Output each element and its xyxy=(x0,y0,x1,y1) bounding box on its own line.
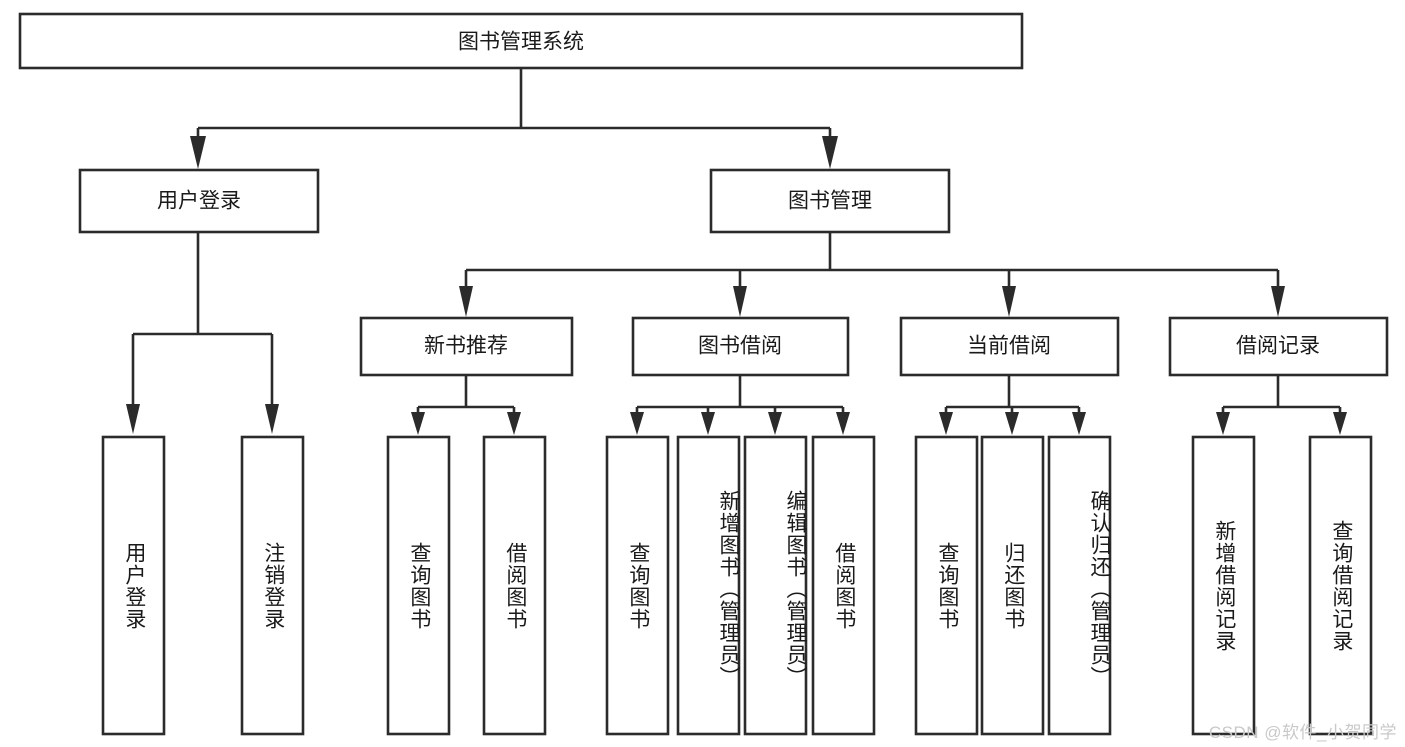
leaf-box-book-borrow-3[interactable] xyxy=(811,435,876,736)
leaf-box-book-borrow-0[interactable] xyxy=(605,435,670,736)
arrow-new-book-leaf-1 xyxy=(507,412,521,435)
leaf-box-current-borrow-0[interactable] xyxy=(914,435,979,736)
nodes-layer: 图书管理系统 用户登录 图书管理 新书推荐 图书借阅 当前借阅 借阅记录 xyxy=(18,12,1389,736)
node-user-login-label: 用户登录 xyxy=(157,190,241,213)
arrow-book-borrow-leaf-2 xyxy=(768,412,782,435)
arrow-current-borrow-leaf-1 xyxy=(1005,412,1019,435)
node-root-box[interactable] xyxy=(18,12,1024,70)
arrow-book-mgmt-child-1 xyxy=(733,286,747,317)
arrow-root-to-book-mgmt xyxy=(822,136,838,169)
arrow-book-mgmt-child-3 xyxy=(1271,286,1285,317)
leaf-box-current-borrow-1[interactable] xyxy=(980,435,1045,736)
leaf-box-book-borrow-2[interactable] xyxy=(743,435,808,736)
node-book-mgmt-box[interactable] xyxy=(709,168,951,234)
arrow-book-borrow-leaf-1 xyxy=(701,412,715,435)
arrow-new-book-leaf-0 xyxy=(411,412,425,435)
node-borrow-record-label: 借阅记录 xyxy=(1236,335,1320,358)
leaf-box-book-borrow-1[interactable] xyxy=(676,435,741,736)
leaf-box-user-login-0[interactable] xyxy=(101,435,166,736)
node-current-borrow-label: 当前借阅 xyxy=(967,335,1051,358)
leaf-box-new-book-0[interactable] xyxy=(386,435,451,736)
arrow-book-mgmt-child-2 xyxy=(1002,286,1016,317)
arrow-current-borrow-leaf-0 xyxy=(939,412,953,435)
arrow-book-borrow-leaf-3 xyxy=(836,412,850,435)
leaf-box-user-login-1[interactable] xyxy=(240,435,305,736)
leaf-box-borrow-record-0[interactable] xyxy=(1191,435,1256,736)
node-new-book-rec-label: 新书推荐 xyxy=(424,335,508,358)
arrow-user-login-leaf-1 xyxy=(265,404,279,434)
node-book-borrow-label: 图书借阅 xyxy=(698,335,782,358)
edges-layer xyxy=(126,68,1347,435)
leaf-box-new-book-1[interactable] xyxy=(482,435,547,736)
node-new-book-rec-box[interactable] xyxy=(359,316,574,377)
node-borrow-record-box[interactable] xyxy=(1168,316,1389,377)
leaf-box-borrow-record-1[interactable] xyxy=(1308,435,1373,736)
arrow-root-to-user-login xyxy=(190,136,206,169)
arrow-current-borrow-leaf-2 xyxy=(1072,412,1086,435)
node-root-label: 图书管理系统 xyxy=(458,31,584,54)
node-user-login-box[interactable] xyxy=(78,168,320,234)
arrow-book-mgmt-child-0 xyxy=(459,286,473,317)
arrow-borrow-record-leaf-1 xyxy=(1333,412,1347,435)
arrow-book-borrow-leaf-0 xyxy=(630,412,644,435)
node-current-borrow-box[interactable] xyxy=(899,316,1120,377)
arrow-user-login-leaf-0 xyxy=(126,404,140,434)
node-book-borrow-box[interactable] xyxy=(631,316,850,377)
arrow-borrow-record-leaf-0 xyxy=(1216,412,1230,435)
node-book-mgmt-label: 图书管理 xyxy=(788,190,872,213)
leaf-box-current-borrow-2[interactable] xyxy=(1047,435,1112,736)
